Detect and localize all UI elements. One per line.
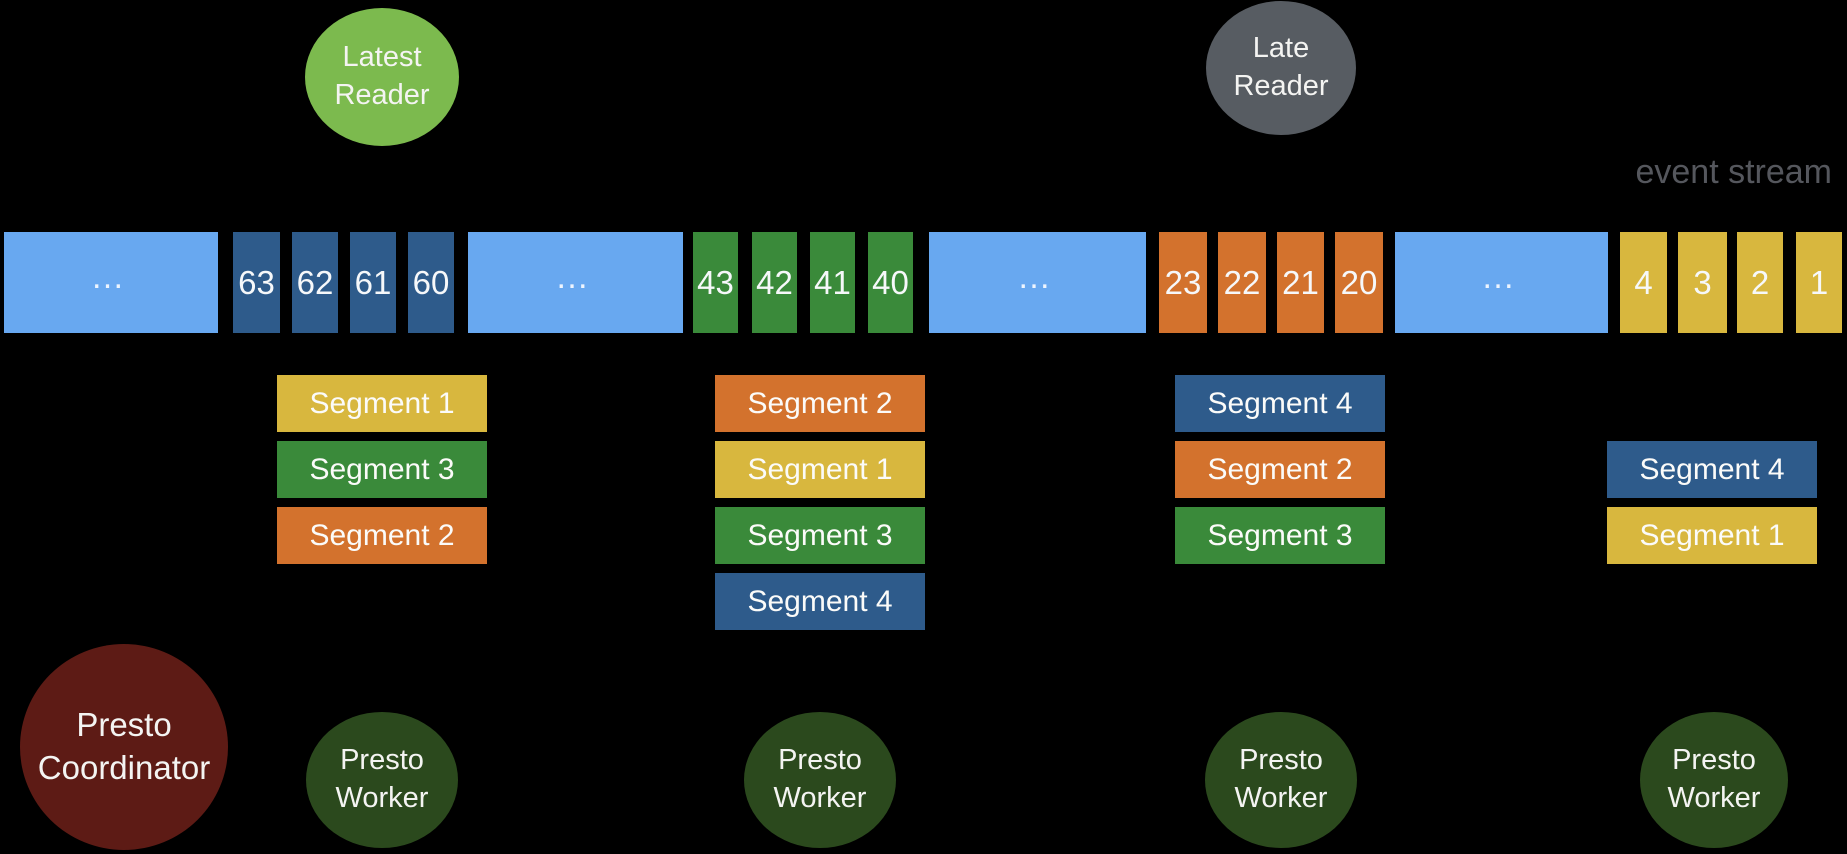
segment-box-group3: Segment 2 [1175, 441, 1385, 498]
stream-event-block-3: 3 [1678, 232, 1727, 333]
stream-ellipsis-block: … [4, 232, 218, 333]
stream-event-block-21: 21 [1277, 232, 1324, 333]
segment-box-group3: Segment 3 [1175, 507, 1385, 564]
segment-box-group1: Segment 3 [277, 441, 487, 498]
segment-box-group4: Segment 4 [1607, 441, 1817, 498]
stream-event-block-60: 60 [408, 232, 454, 333]
event-stream-label: event stream [1635, 153, 1832, 191]
segment-box-group1: Segment 2 [277, 507, 487, 564]
stream-event-block-1: 1 [1796, 232, 1842, 333]
stream-event-block-22: 22 [1218, 232, 1266, 333]
stream-ellipsis-block: … [468, 232, 683, 333]
stream-event-block-61: 61 [350, 232, 396, 333]
segment-box-group2: Segment 3 [715, 507, 925, 564]
stream-event-block-2: 2 [1737, 232, 1783, 333]
segment-box-group3: Segment 4 [1175, 375, 1385, 432]
segment-box-group2: Segment 1 [715, 441, 925, 498]
segment-box-group4: Segment 1 [1607, 507, 1817, 564]
stream-event-block-23: 23 [1159, 232, 1207, 333]
segment-box-group1: Segment 1 [277, 375, 487, 432]
stream-event-block-42: 42 [752, 232, 797, 333]
stream-event-block-40: 40 [868, 232, 913, 333]
stream-event-block-20: 20 [1335, 232, 1383, 333]
stream-ellipsis-block: … [929, 232, 1146, 333]
stream-event-block-62: 62 [292, 232, 338, 333]
stream-event-block-41: 41 [810, 232, 855, 333]
stream-event-block-4: 4 [1620, 232, 1667, 333]
segment-box-group2: Segment 4 [715, 573, 925, 630]
stream-event-block-63: 63 [233, 232, 280, 333]
segment-box-group2: Segment 2 [715, 375, 925, 432]
stream-event-block-43: 43 [693, 232, 738, 333]
stream-ellipsis-block: … [1395, 232, 1608, 333]
